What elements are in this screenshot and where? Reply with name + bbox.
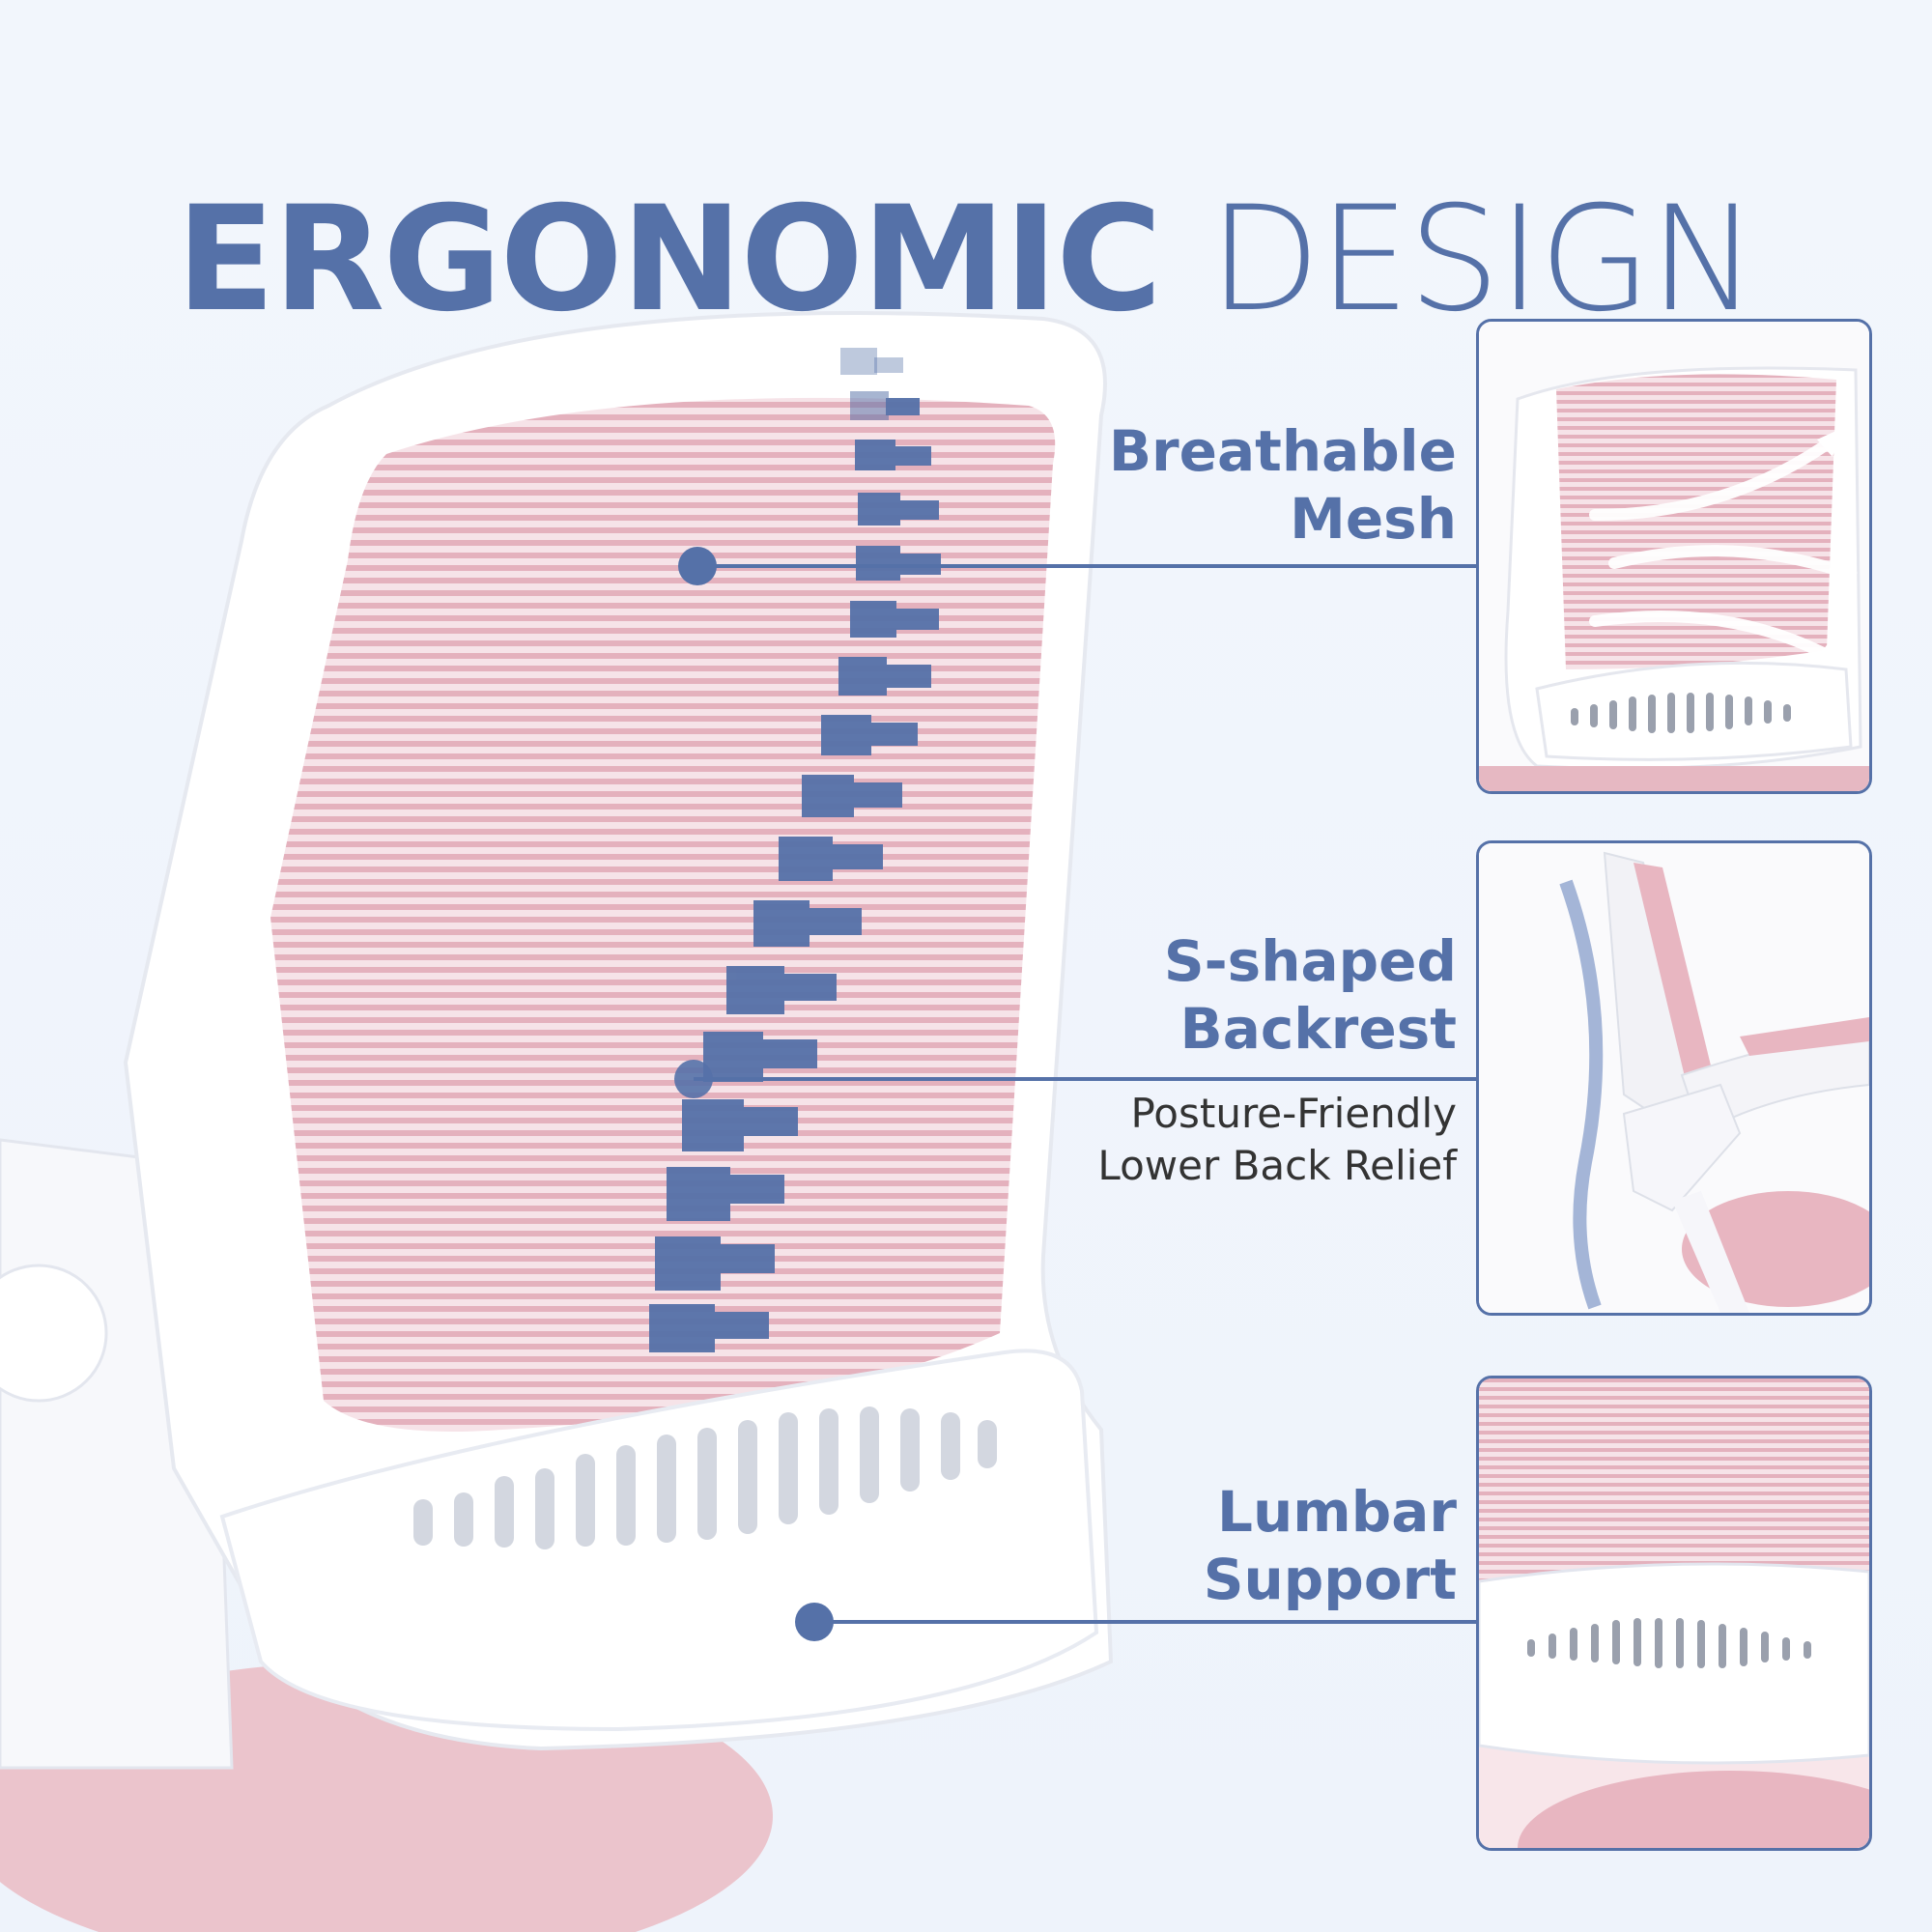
page-title: ERGONOMIC DESIGN [0,183,1932,337]
feature-label-line: Mesh [1290,486,1457,552]
feature-label-line: Backrest [1179,996,1458,1062]
feature-sublabel-line: Lower Back Relief [1097,1142,1457,1189]
feature-label-line: Breathable [1108,418,1457,484]
feature-sublabel-posture: Posture-Friendly Lower Back Relief [1097,1088,1457,1192]
mesh-panel [270,397,1056,1433]
callout-line-backrest [694,1077,1476,1081]
chair-backrest-illustration [0,311,1114,1932]
panel-s-shaped-backrest [1476,840,1872,1316]
feature-label-line: Support [1203,1547,1457,1612]
feature-label-breathable-mesh: Breathable Mesh [1109,417,1457,553]
airflow-arrows [1589,432,1852,666]
feature-label-line: Lumbar [1217,1479,1457,1545]
feature-label-s-shaped-backrest: S-shaped Backrest [1164,927,1457,1063]
feature-label-lumbar-support: Lumbar Support [1204,1478,1457,1613]
callout-line-lumbar [814,1620,1476,1624]
callout-dot-lumbar [795,1603,834,1641]
callout-dot-mesh [678,547,717,585]
callout-dot-backrest [674,1060,713,1098]
panel-breathable-mesh [1476,319,1872,794]
title-bold: ERGONOMIC [176,175,1162,344]
feature-sublabel-line: Posture-Friendly [1130,1090,1457,1137]
panel-lumbar-support [1476,1376,1872,1851]
callout-line-mesh [697,564,1476,568]
title-light: DESIGN [1208,175,1757,344]
lumbar-vent-slots [413,1406,997,1549]
feature-label-line: S-shaped [1163,928,1457,994]
